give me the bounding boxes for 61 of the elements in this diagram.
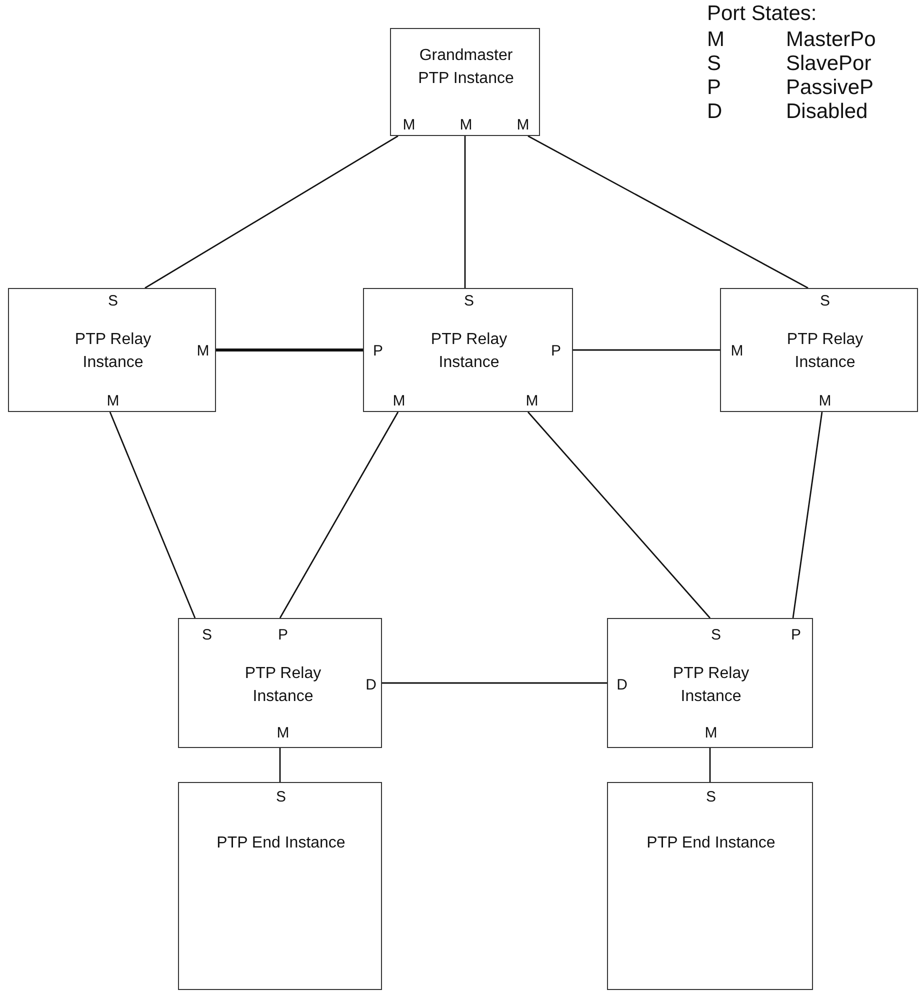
port-state-name: PassiveP	[786, 76, 874, 100]
port-state-code: D	[707, 100, 722, 124]
connector-line	[527, 412, 711, 618]
node-box	[607, 782, 813, 990]
port-state-label: S	[711, 626, 721, 644]
port-state-label: M	[526, 392, 538, 410]
connector-line	[709, 748, 711, 782]
connector-line	[573, 349, 720, 351]
port-state-name: SlavePor	[786, 52, 872, 76]
port-state-name: MasterPo	[786, 28, 876, 52]
node-box	[178, 782, 382, 990]
port-state-label: P	[373, 342, 383, 360]
connector-line	[464, 136, 466, 288]
connector-line	[382, 682, 607, 684]
node-box	[8, 288, 216, 412]
connector-line	[792, 412, 823, 618]
port-state-label: D	[616, 676, 628, 694]
port-state-label: M	[106, 392, 120, 410]
node-title: PTP Relay Instance	[672, 664, 750, 707]
node-title: PTP Relay Instance	[244, 664, 322, 707]
connector-line	[216, 348, 363, 352]
port-state-label: S	[108, 292, 118, 310]
port-state-label: S	[464, 292, 474, 310]
port-state-label: S	[202, 626, 212, 644]
port-state-label: P	[791, 626, 801, 644]
node-title: PTP Relay Instance	[430, 330, 508, 373]
port-state-label: M	[196, 342, 210, 360]
connector-line	[279, 748, 281, 782]
node-title: PTP End Instance	[216, 834, 346, 854]
connector-line	[528, 135, 808, 289]
port-state-label: M	[276, 724, 290, 742]
port-state-label: P	[551, 342, 561, 360]
legend-heading: Port States:	[707, 2, 817, 26]
port-state-label: M	[460, 116, 472, 134]
connector-line	[279, 412, 399, 618]
port-state-label: D	[366, 676, 376, 694]
port-state-label: P	[278, 626, 288, 644]
port-state-label: M	[516, 116, 530, 134]
port-state-label: M	[402, 116, 416, 134]
port-state-label: M	[392, 392, 406, 410]
port-state-label: M	[818, 392, 832, 410]
connector-line	[109, 412, 196, 618]
port-state-code: P	[707, 76, 722, 100]
port-state-name: Disabled	[786, 100, 868, 124]
node-title: Grandmaster PTP Instance	[417, 46, 515, 89]
port-state-label: S	[276, 788, 286, 806]
node-box	[390, 28, 540, 136]
port-state-code: M	[707, 28, 724, 52]
node-box	[363, 288, 573, 412]
connector-line	[144, 135, 398, 289]
node-title: PTP End Instance	[646, 834, 776, 854]
port-state-label: M	[730, 342, 744, 360]
node-title: PTP Relay Instance	[786, 330, 864, 373]
port-state-code: S	[707, 52, 722, 76]
port-state-label: M	[704, 724, 718, 742]
node-box	[607, 618, 813, 748]
node-box	[720, 288, 918, 412]
port-state-label: S	[706, 788, 716, 806]
node-box	[178, 618, 382, 748]
node-title: PTP Relay Instance	[74, 330, 152, 373]
port-state-label: S	[820, 292, 830, 310]
